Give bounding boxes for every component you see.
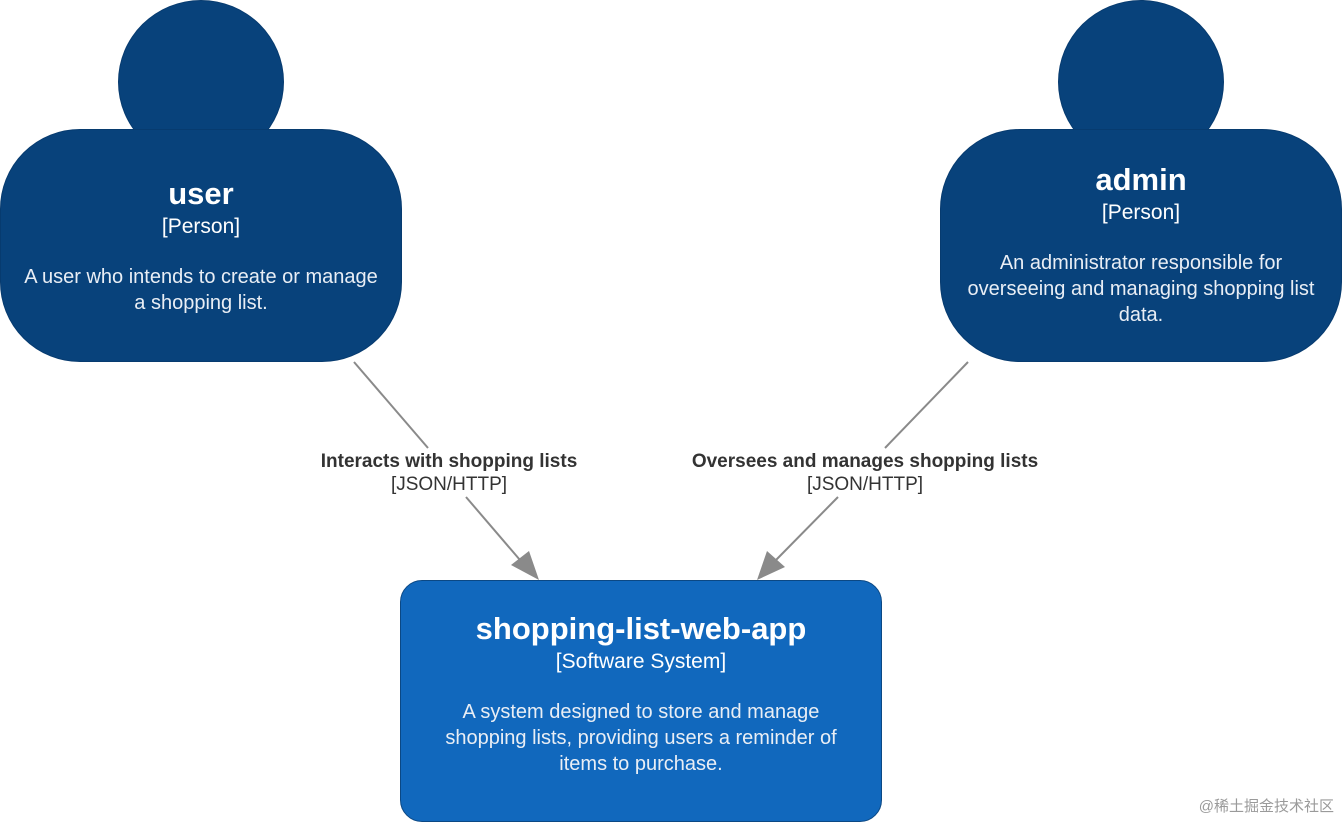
arrow-user-to-system [353, 361, 539, 580]
system-description: A system designed to store and manage sh… [445, 701, 837, 775]
relationship-label-admin: Oversees and manages shopping lists [JSO… [670, 450, 1060, 496]
person-body: admin [Person] An administrator responsi… [940, 129, 1342, 362]
arrow-admin-to-system [757, 361, 969, 580]
person-description: An administrator responsible for oversee… [967, 252, 1315, 326]
software-system-box: shopping-list-web-app [Software System] … [400, 580, 882, 822]
system-type: [Software System] [555, 650, 727, 673]
person-type: [Person] [161, 215, 241, 238]
person-body: user [Person] A user who intends to crea… [0, 129, 402, 362]
relationship-technology: [JSON/HTTP] [390, 474, 508, 495]
person-name: user [168, 176, 234, 211]
person-description: A user who intends to create or manage a… [24, 266, 378, 314]
relationship-technology: [JSON/HTTP] [806, 474, 924, 495]
person-type: [Person] [1101, 201, 1181, 224]
person-name: admin [1095, 162, 1187, 197]
watermark: @稀土掘金技术社区 [1198, 798, 1334, 815]
relationship-description: Oversees and manages shopping lists [691, 451, 1039, 472]
system-name: shopping-list-web-app [475, 611, 807, 646]
relationship-description: Interacts with shopping lists [320, 451, 578, 472]
relationship-label-user: Interacts with shopping lists [JSON/HTTP… [302, 450, 596, 496]
